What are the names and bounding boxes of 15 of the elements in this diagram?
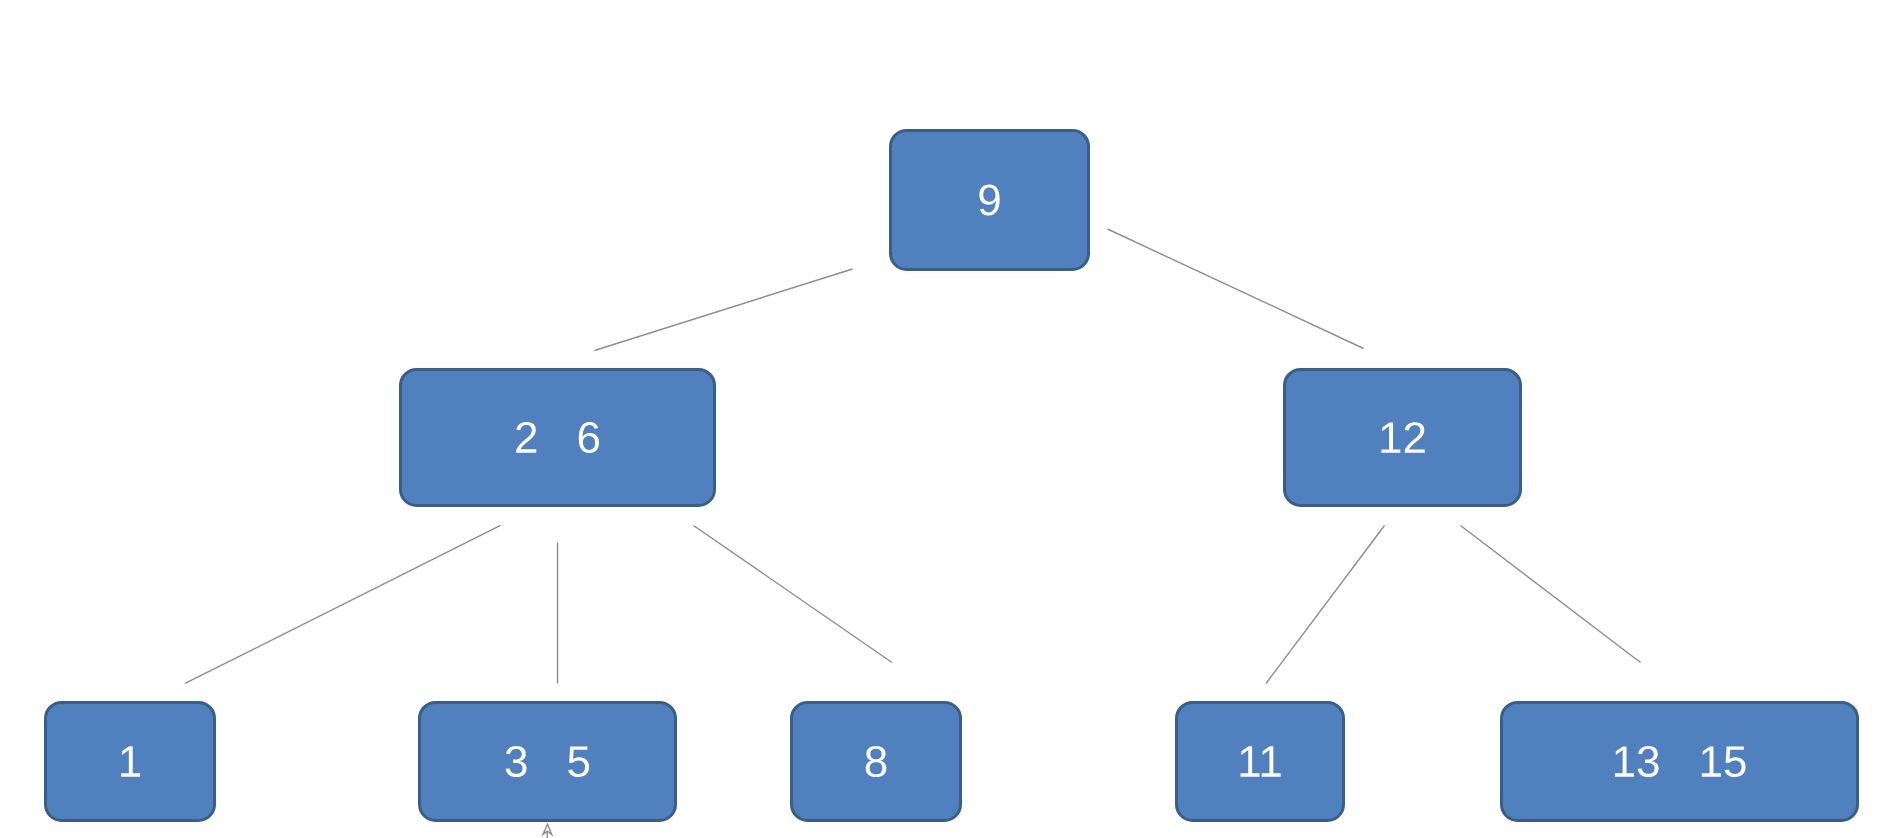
connector-line <box>1106 228 1365 350</box>
connector-line <box>556 541 559 685</box>
key-box: 8 <box>790 701 962 822</box>
key-box: 1 <box>44 701 216 822</box>
key-box: 12 <box>1283 368 1522 507</box>
connector-line <box>1265 524 1386 685</box>
key-box: 13 15 <box>1500 701 1860 822</box>
key-box: 9 <box>889 129 1090 271</box>
connector-line <box>692 524 893 664</box>
connector-line <box>1459 524 1642 664</box>
connector-line <box>184 524 502 685</box>
key-box: 3 5 <box>418 701 677 822</box>
key-box: 11 <box>1175 701 1345 822</box>
connector-line <box>593 268 854 352</box>
key-box: 2 6 <box>399 368 716 507</box>
